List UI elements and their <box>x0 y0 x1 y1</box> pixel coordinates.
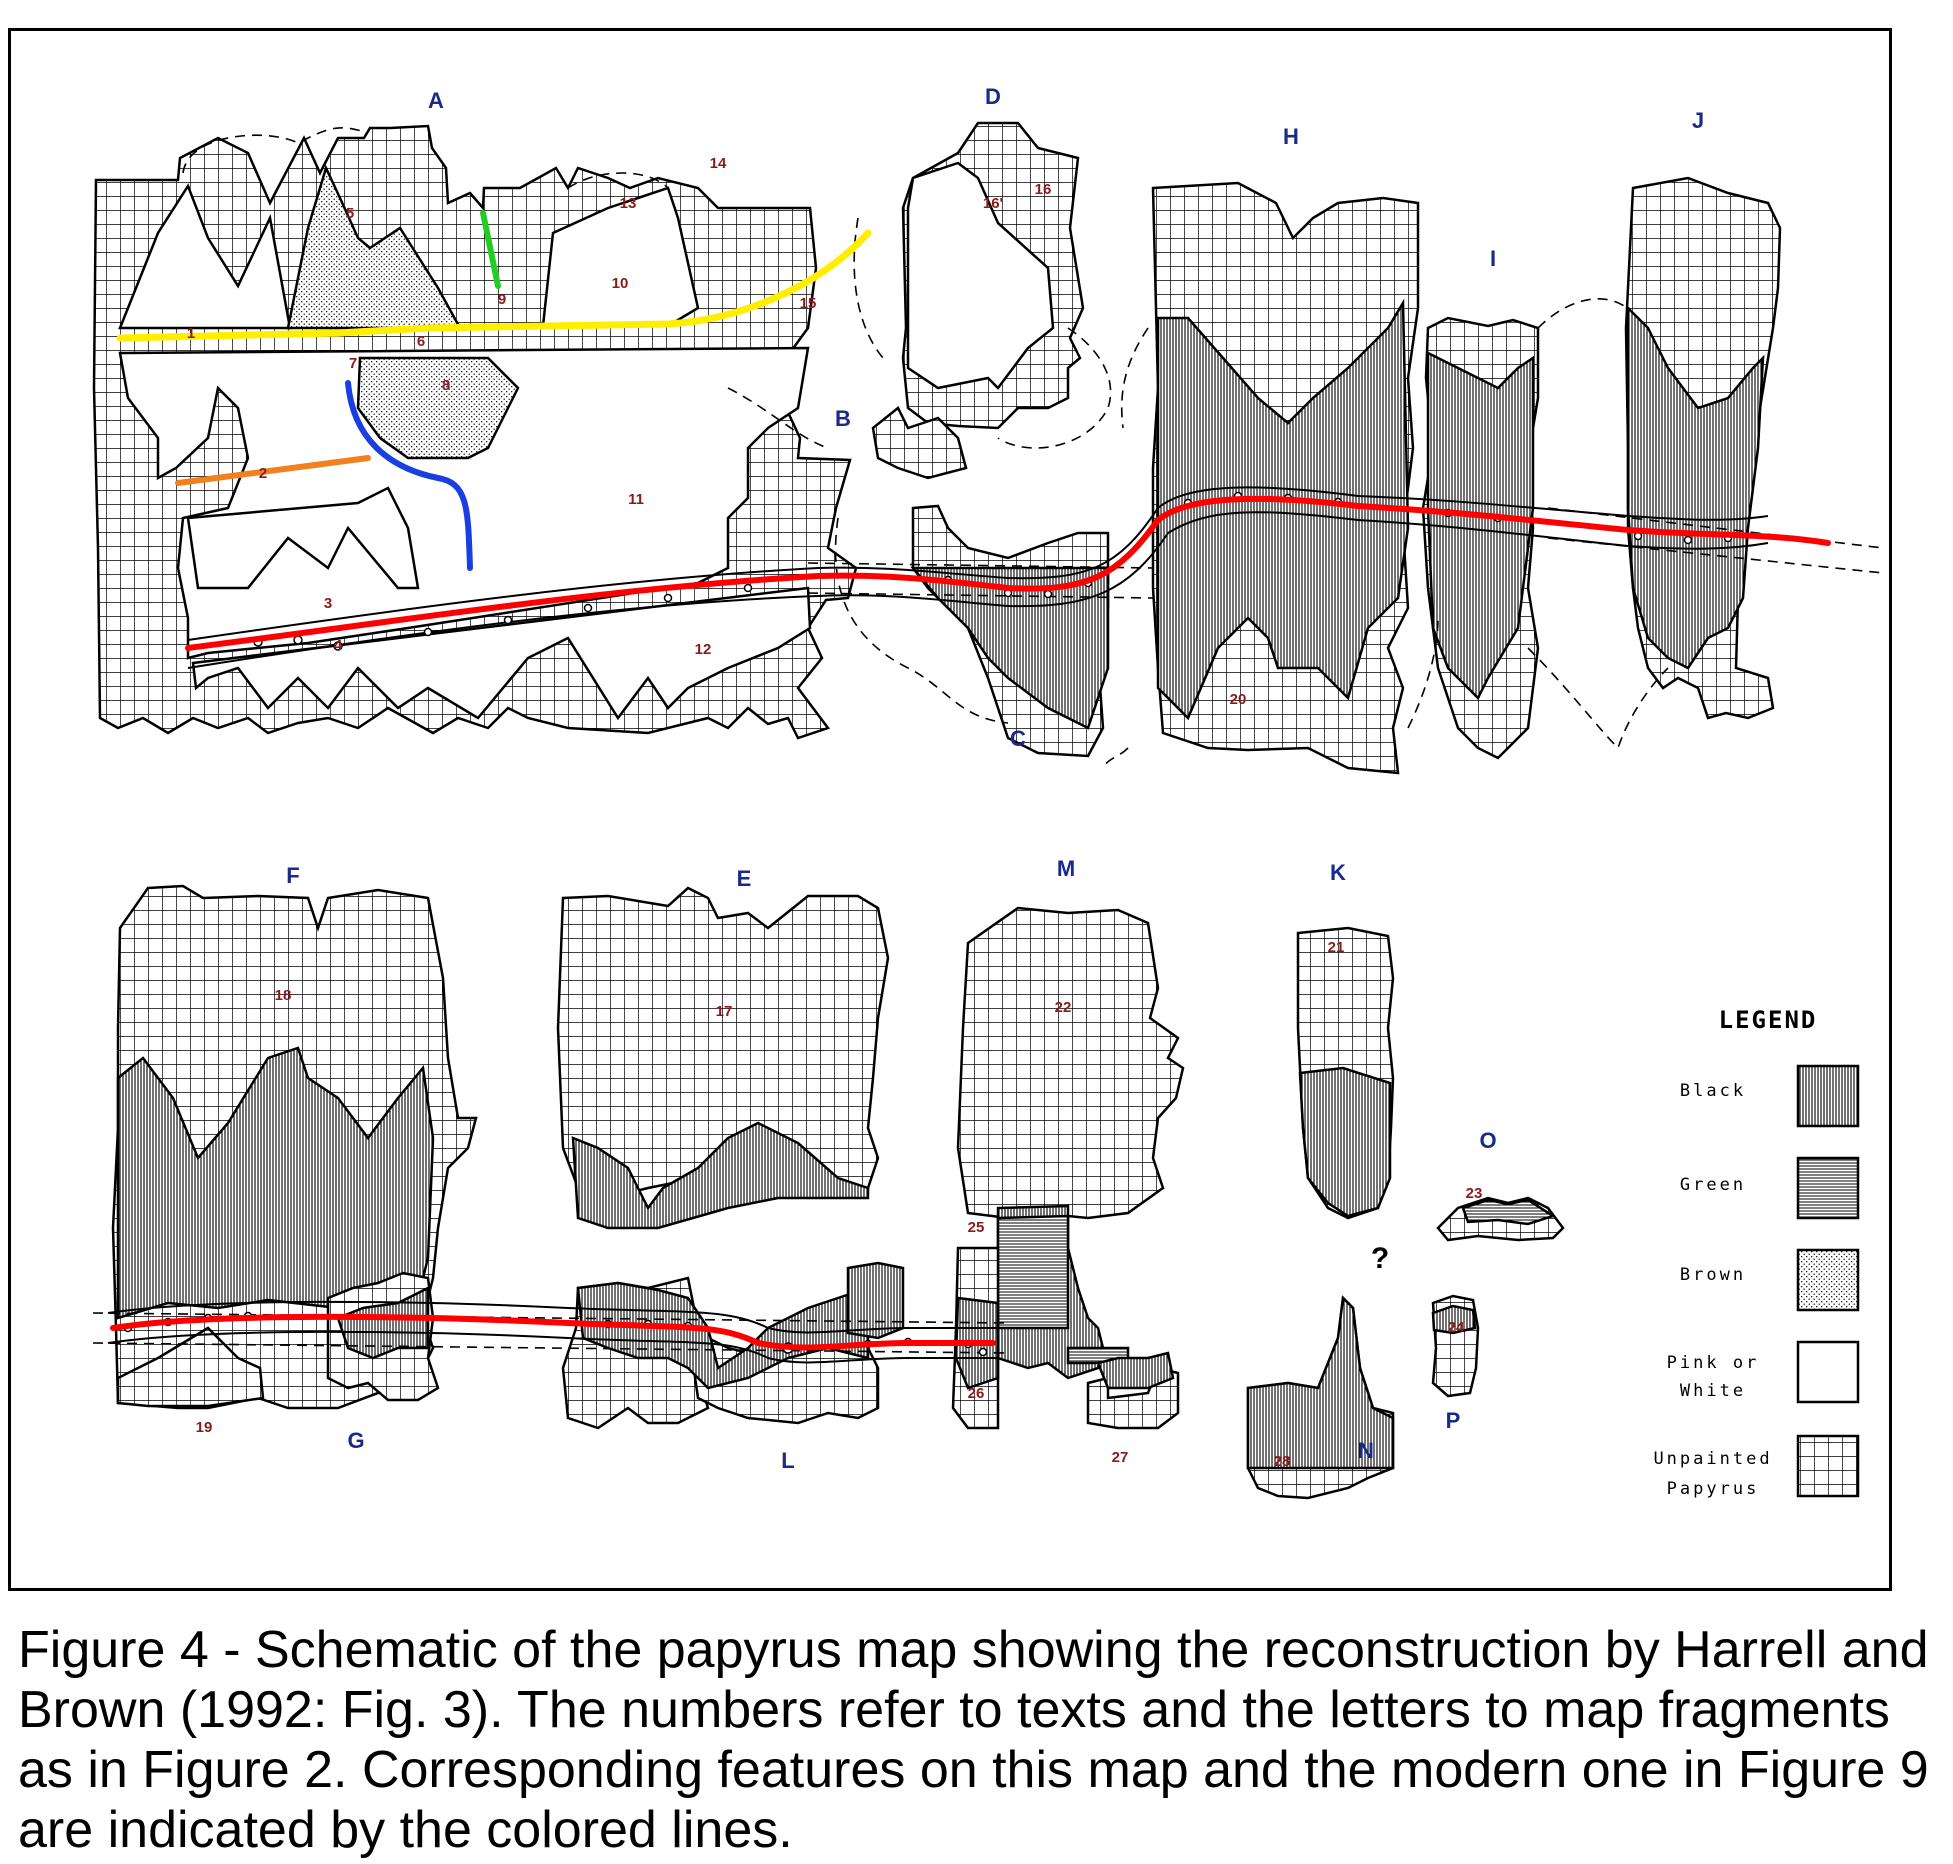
legend-swatch-brown <box>1796 1248 1860 1312</box>
fragment-A-white-area <box>118 183 292 330</box>
legend-label-brown: Brown <box>1680 1265 1746 1285</box>
fragment-I-black <box>1426 350 1535 701</box>
text-number: 9 <box>498 291 506 308</box>
road-band-bottom <box>107 1300 998 1364</box>
fragment-A-white-area <box>186 486 420 590</box>
fragment-label-G: G <box>347 1428 364 1453</box>
fragment-label-D: D <box>985 84 1001 109</box>
legend-swatch-pink-white <box>1796 1340 1860 1404</box>
fragment-label-J: J <box>1692 108 1704 133</box>
text-number: 16 <box>1035 181 1052 198</box>
fragment-F-lower-papyrus <box>116 1326 265 1408</box>
text-number: 18 <box>275 987 292 1004</box>
legend-label-pink-white-2: White <box>1680 1381 1746 1401</box>
fragment-label-O: O <box>1479 1128 1496 1153</box>
fragment-P-black <box>1431 1304 1477 1335</box>
legend-label-green: Green <box>1680 1175 1746 1195</box>
fragment-label-B: B <box>835 406 851 431</box>
text-number: 5 <box>346 205 354 222</box>
fragment-label-H: H <box>1283 124 1299 149</box>
brown-region <box>356 356 520 460</box>
legend-label-unpainted-2: Papyrus <box>1667 1479 1760 1499</box>
yellow-line <box>116 229 872 342</box>
fragment-C-black <box>910 566 1110 730</box>
text-number: 26 <box>968 1385 985 1402</box>
fragment-label-A: A <box>428 88 444 113</box>
fragment-label-P: P <box>1446 1408 1461 1433</box>
legend-label-pink-white: Pink or <box>1667 1353 1760 1373</box>
text-number: 13 <box>620 195 637 212</box>
text-number: 17 <box>716 1003 733 1020</box>
fragment-label-I: I <box>1490 246 1496 271</box>
text-number: 16' <box>983 195 1003 212</box>
text-number: 25 <box>968 1219 985 1236</box>
text-number: 8 <box>442 377 450 394</box>
text-number: 23 <box>1466 1185 1483 1202</box>
figure-caption: Figure 4 - Schematic of the papyrus map … <box>18 1621 1929 1859</box>
top-strip <box>92 121 1782 775</box>
fragment-J-black <box>1626 304 1765 670</box>
fragment-M-black-right <box>1096 1351 1175 1390</box>
fragment-M-green <box>996 1214 1070 1330</box>
text-number: 19 <box>196 1419 213 1436</box>
text-number: 11 <box>628 491 644 508</box>
text-number: 22 <box>1055 999 1072 1016</box>
legend-title: LEGEND <box>1719 1006 1818 1034</box>
text-number: 14 <box>710 155 727 172</box>
text-number: 12 <box>695 641 712 658</box>
bottom-strip <box>111 884 1565 1500</box>
legend-swatch-green <box>1796 1156 1860 1220</box>
text-numbers: 1 2 3 4 5 6 7 8 9 10 11 12 13 14 15 16 1… <box>187 155 1483 1470</box>
fragment-B-papyrus <box>871 406 968 480</box>
fragment-F-black <box>116 1046 435 1320</box>
red-road-line-bottom <box>110 1313 996 1351</box>
red-road-line <box>185 495 1831 651</box>
fragment-label-L: L <box>781 1448 794 1473</box>
legend-swatch-black <box>1796 1064 1860 1128</box>
unknown-position-mark: ? <box>1371 1242 1389 1275</box>
text-number: 27 <box>1112 1449 1129 1466</box>
legend: LEGEND Black Green Brown Pink or White U… <box>1653 1006 1860 1499</box>
legend-swatch-unpainted <box>1796 1434 1860 1498</box>
fragment-D-white-area <box>906 161 1055 390</box>
fragment-G-black <box>336 1285 430 1360</box>
fragment-O-green <box>1461 1198 1556 1226</box>
fragment-A-white-area <box>191 586 812 721</box>
legend-label-unpainted: Unpainted <box>1653 1449 1772 1469</box>
blue-line <box>345 380 473 571</box>
green-line <box>480 210 501 289</box>
text-number: 20 <box>1230 691 1247 708</box>
fragment-label-F: F <box>286 863 299 888</box>
text-number: 28 <box>1274 1453 1291 1470</box>
fragment-label-K: K <box>1330 860 1346 885</box>
text-number: 24 <box>1448 1319 1465 1336</box>
fragment-H-black <box>1156 298 1410 721</box>
text-number: 1 <box>187 325 195 342</box>
fragment-E-black <box>571 1121 870 1230</box>
text-number: 2 <box>259 465 267 482</box>
fragment-N-black <box>1246 1295 1395 1470</box>
fragment-labels: A D H J I B C F E M K O P G L N ? <box>286 84 1704 1473</box>
papyrus-map: A D H J I B C F E M K O P G L N ? 1 2 3 … <box>92 84 1884 1500</box>
fragment-label-C: C <box>1010 726 1026 751</box>
text-number: 4 <box>334 637 343 654</box>
colored-features-top <box>116 210 1831 651</box>
text-number: 21 <box>1328 939 1345 956</box>
legend-label-black: Black <box>1680 1081 1746 1101</box>
fragment-label-M: M <box>1057 856 1075 881</box>
fragment-M-papyrus <box>956 906 1185 1220</box>
text-number: 10 <box>612 275 629 292</box>
fragment-label-E: E <box>737 866 752 891</box>
orange-line <box>175 455 371 486</box>
text-number: 7 <box>349 355 357 372</box>
road-band-top <box>187 486 1769 669</box>
fragment-label-N: N <box>1358 1438 1374 1463</box>
text-number: 3 <box>324 595 332 612</box>
brown-region <box>286 164 463 330</box>
text-number: 15 <box>800 295 817 312</box>
fragment-K-black <box>1298 1066 1392 1218</box>
fragment-L-upper-black <box>846 1261 905 1340</box>
text-number: 6 <box>417 333 425 350</box>
